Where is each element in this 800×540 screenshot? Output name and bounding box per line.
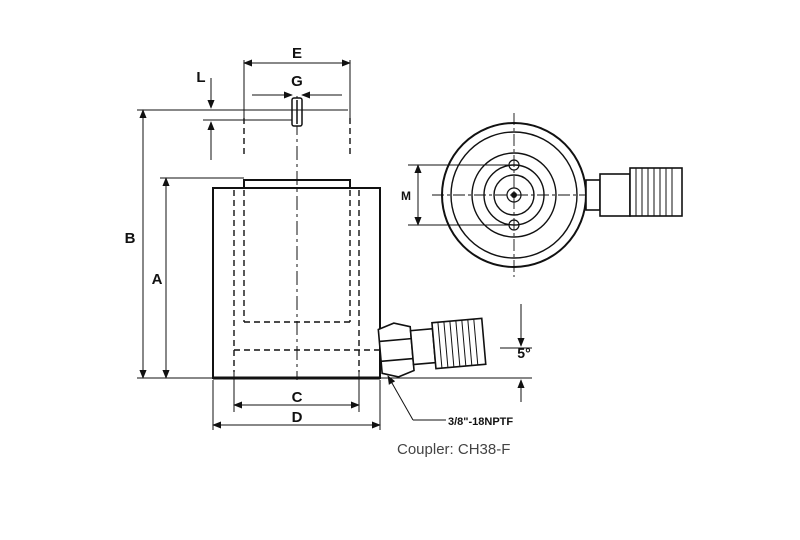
- label-d: D: [292, 409, 303, 426]
- label-m: M: [401, 189, 411, 203]
- top-coupler: [585, 167, 683, 217]
- side-coupler: [377, 317, 487, 378]
- label-l: L: [196, 69, 205, 86]
- side-view: [212, 96, 381, 380]
- coupler-caption: Coupler: CH38-F: [397, 441, 510, 458]
- dimension-lines: [137, 59, 532, 430]
- dimension-m: [408, 164, 509, 226]
- top-view: [432, 113, 596, 277]
- hidden-lines: [233, 118, 380, 372]
- label-a: A: [152, 271, 163, 288]
- label-g: G: [291, 73, 303, 90]
- label-angle: 5°: [517, 345, 530, 361]
- label-c: C: [292, 389, 303, 406]
- label-e: E: [292, 45, 302, 62]
- label-b: B: [125, 230, 136, 247]
- label-port-thread: 3/8"-18NPTF: [448, 416, 513, 428]
